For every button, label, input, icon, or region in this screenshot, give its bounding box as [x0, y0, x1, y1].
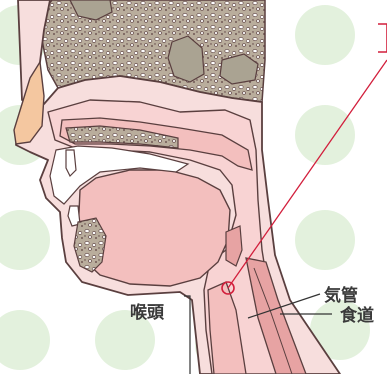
pointer-tab: [378, 24, 387, 52]
trachea-label: 気管: [323, 285, 358, 306]
upper-tooth: [66, 150, 76, 176]
larynx-label: 喉頭: [130, 302, 165, 323]
esophagus-label: 食道: [340, 305, 374, 326]
larynx-bracket: [184, 296, 190, 374]
